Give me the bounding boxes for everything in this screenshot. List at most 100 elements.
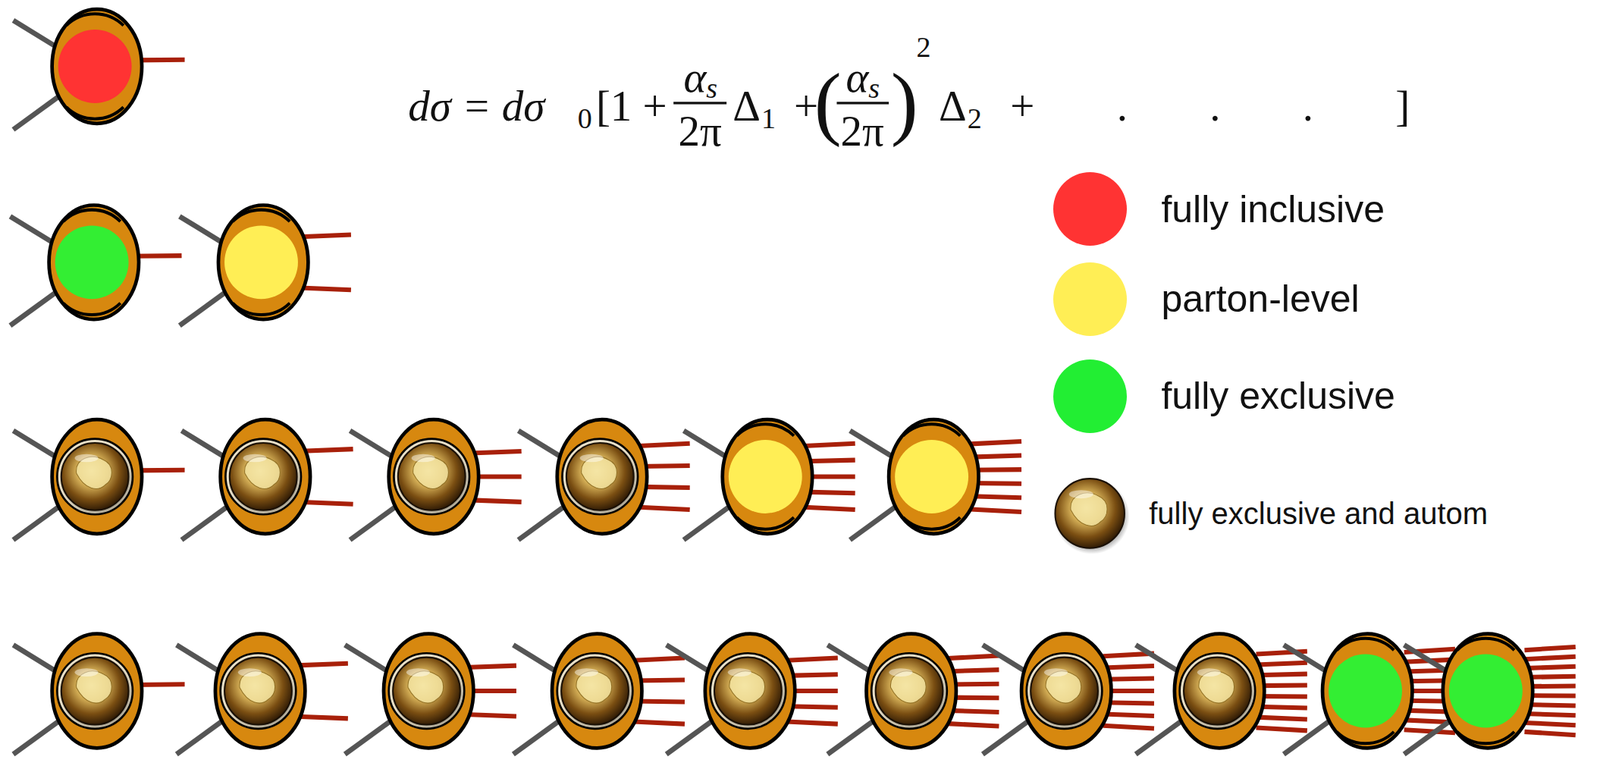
formula-part: s: [868, 73, 880, 103]
blob-ellipse: [52, 633, 142, 749]
outgoing-line: [947, 710, 999, 713]
outgoing-line: [947, 669, 999, 672]
incoming-line: [350, 507, 396, 540]
outgoing-line: [1524, 656, 1575, 659]
outgoing-line: [297, 663, 349, 666]
incoming-line: [982, 721, 1028, 754]
formula-part: α: [683, 54, 706, 98]
outgoing-line: [1524, 666, 1575, 669]
outgoing-line: [297, 716, 349, 719]
fraction-bar: [673, 101, 727, 104]
inner-arc: [903, 517, 960, 529]
ball-gloss: [727, 668, 752, 677]
inner-disk: [894, 439, 969, 514]
incoming-line: [827, 644, 873, 672]
ball-shadow: [59, 442, 134, 517]
ball-gloss: [574, 668, 599, 677]
ball-shadow: [713, 657, 788, 731]
inner-arc: [65, 106, 123, 119]
ball-shadow: [59, 657, 134, 731]
ball-gloss: [411, 454, 436, 463]
feynman-blobs: [9, 9, 1575, 754]
outgoing-line: [633, 657, 685, 660]
outgoing-line: [1103, 665, 1155, 668]
inner-arc: [65, 13, 123, 26]
process-blob: [350, 419, 522, 540]
outgoing-line: [638, 507, 690, 510]
incoming-line: [518, 430, 564, 459]
incoming-line: [982, 644, 1028, 672]
ball-gloss: [75, 668, 99, 677]
inner-arc: [62, 210, 120, 222]
incoming-line: [12, 430, 58, 459]
incoming-line: [345, 721, 390, 754]
formula-part: 0: [577, 103, 593, 133]
outgoing-line: [803, 507, 855, 510]
formula-part: s: [705, 73, 718, 103]
formula-part: Δ: [732, 83, 761, 127]
formula-part: 2π: [840, 109, 884, 153]
blob-ellipse: [389, 419, 479, 534]
outgoing-line: [1256, 717, 1308, 720]
incoming-line: [1404, 644, 1450, 672]
outgoing-line: [1524, 731, 1575, 735]
ball-gloss: [75, 454, 99, 463]
outgoing-line: [301, 448, 353, 452]
inner-disk: [1328, 654, 1403, 728]
outgoing-line: [633, 721, 685, 724]
blob-ellipse: [552, 633, 642, 749]
inner-disk: [55, 225, 129, 299]
blob-ellipse: [1443, 633, 1533, 749]
legend-swatch: [1053, 262, 1127, 336]
legend-swatch: [1053, 359, 1127, 433]
incoming-line: [176, 721, 222, 754]
incoming-line: [12, 721, 58, 754]
gold-ball: [1183, 657, 1252, 725]
process-blob: [176, 633, 349, 755]
gold-ball: [392, 657, 461, 725]
process-blob: [9, 204, 182, 326]
incoming-line: [12, 507, 58, 540]
blob-ellipse: [215, 633, 305, 749]
ball-gloss: [1044, 668, 1068, 677]
gold-ball: [1030, 657, 1099, 725]
outgoing-line: [947, 723, 999, 726]
inner-disk: [58, 29, 132, 104]
ball-shadow: [874, 657, 948, 731]
outgoing-line: [470, 499, 521, 502]
inner-arc: [737, 423, 794, 436]
formula-part: α: [845, 54, 869, 98]
formula-part: Δ: [938, 83, 967, 127]
blob-ellipse: [722, 419, 813, 534]
process-blob: [666, 633, 838, 755]
incoming-line: [850, 507, 895, 540]
legend-icons: [1054, 478, 1130, 555]
blob-ellipse: [383, 633, 474, 749]
ball-gloss: [580, 454, 604, 463]
process-blob: [1135, 633, 1308, 755]
incoming-line: [12, 20, 58, 48]
formula-part: ): [890, 61, 919, 144]
incoming-line: [513, 644, 559, 672]
ball-shadow: [228, 442, 302, 517]
ball-shadow: [1054, 478, 1130, 555]
incoming-line: [9, 216, 55, 244]
outgoing-line: [1103, 714, 1155, 716]
incoming-line: [1135, 721, 1181, 754]
formula-part: (: [814, 61, 842, 144]
formula-part: 2: [967, 103, 982, 133]
fraction-bar: [836, 101, 889, 104]
legend-text: fully exclusive: [1160, 376, 1395, 415]
outgoing-line: [947, 655, 999, 659]
incoming-line: [12, 97, 58, 130]
ball-shadow: [1182, 657, 1257, 731]
gold-ball: [566, 442, 634, 511]
ball-shadow: [392, 657, 466, 731]
inner-arc: [737, 517, 794, 529]
outgoing-line: [1524, 646, 1575, 650]
ball-shadow: [565, 442, 640, 517]
incoming-line: [350, 430, 396, 459]
gold-ball: [875, 657, 944, 725]
ball-shadow: [396, 442, 471, 517]
